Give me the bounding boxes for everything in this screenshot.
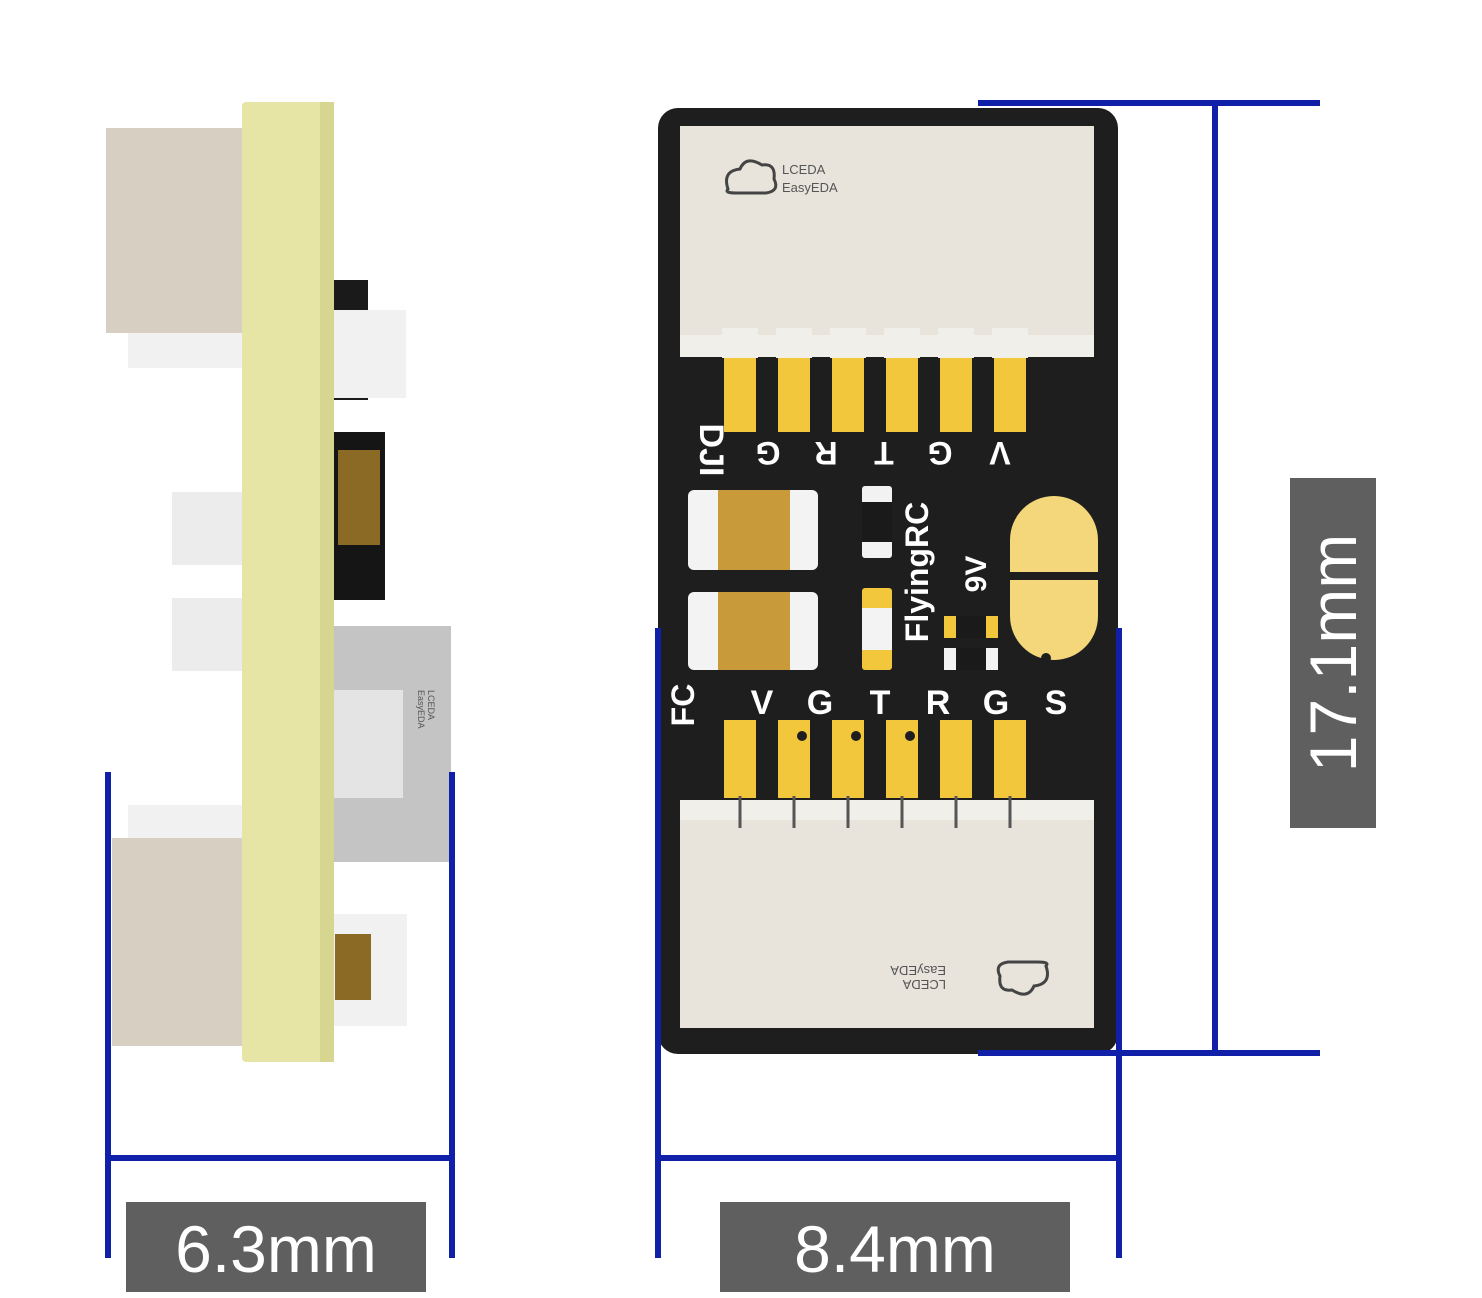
top-pin-pad <box>886 358 918 432</box>
cloud-icon <box>725 159 778 195</box>
bottom-connector-shroud <box>680 820 1094 1028</box>
bottom-logo-line-2: EasyEDA <box>890 963 946 978</box>
top-connector-slot <box>722 328 758 358</box>
side-left-latch-top <box>128 333 242 368</box>
thickness-label-text: 6.3mm <box>175 1212 377 1286</box>
top-pin-label: R <box>814 435 837 471</box>
side-right-white-block <box>333 310 406 398</box>
width-label: 8.4mm <box>720 1202 1070 1292</box>
side-pcb-edge-shade <box>320 102 334 1062</box>
thickness-label: 6.3mm <box>126 1202 426 1292</box>
bottom-pin-label: S <box>1045 684 1068 722</box>
solder-jumper-pad <box>1006 496 1102 663</box>
top-pin-label: T <box>874 435 894 471</box>
side-right-inductor-body <box>338 450 380 545</box>
fc-label: FC <box>665 684 701 727</box>
top-connector-slot <box>830 328 866 358</box>
capacitor-2 <box>688 592 818 670</box>
side-view: LCEDA EasyEDA <box>106 102 451 1062</box>
dji-label: DJI <box>692 424 730 477</box>
bottom-pin-pad <box>724 720 756 798</box>
side-left-pin-2 <box>172 598 242 671</box>
bottom-pin-pad <box>940 720 972 798</box>
bottom-pin-label: T <box>870 684 891 722</box>
side-connector-logo-text-1: LCEDA <box>426 690 436 720</box>
bottom-pin-label: G <box>807 684 833 722</box>
top-pin-pad <box>832 358 864 432</box>
resistor-top-body <box>862 502 892 542</box>
top-pin-label: G <box>756 435 781 471</box>
via-hole <box>905 731 915 741</box>
cloud-icon-rotated <box>996 960 1049 996</box>
bottom-pin-pads <box>724 720 1026 828</box>
bottom-pin-pad <box>832 720 864 798</box>
brand-label: FlyingRC <box>899 502 935 642</box>
resistor-bottom-body <box>862 608 892 650</box>
width-label-text: 8.4mm <box>794 1212 996 1286</box>
bottom-logo-line-1: LCEDA <box>902 977 946 992</box>
top-connector-slot <box>884 328 920 358</box>
side-left-connector-top <box>106 128 242 333</box>
height-label: 17.1mm <box>1290 478 1376 828</box>
bottom-connector-logo: LCEDA EasyEDA <box>890 960 1049 996</box>
top-logo-line-2: EasyEDA <box>782 180 838 195</box>
bottom-pin-label: R <box>926 684 951 722</box>
top-pin-label: V <box>989 435 1011 471</box>
top-pin-pad <box>940 358 972 432</box>
via-hole <box>851 731 861 741</box>
top-pin-pad <box>778 358 810 432</box>
top-logo-line-1: LCEDA <box>782 162 826 177</box>
via-hole <box>797 731 807 741</box>
top-pin-pad <box>724 358 756 432</box>
top-pin-label: G <box>928 435 953 471</box>
capacitor-1 <box>688 490 818 570</box>
side-left-connector-bottom <box>112 838 242 1046</box>
height-label-text: 17.1mm <box>1296 534 1370 772</box>
side-right-connector-face <box>333 690 403 798</box>
bottom-pin-pad <box>994 720 1026 798</box>
bottom-pin-pad <box>778 720 810 798</box>
tiny-part-2-body <box>956 648 986 670</box>
bottom-connector-lip <box>680 800 1094 822</box>
tiny-part-1-body <box>956 616 986 638</box>
top-connector-slot <box>938 328 974 358</box>
top-pin-pad <box>994 358 1026 432</box>
top-connector-slot <box>992 328 1028 358</box>
side-left-pin-1 <box>172 492 242 565</box>
side-pcb-edge <box>242 102 334 1062</box>
bottom-pin-pad <box>886 720 918 798</box>
top-connector-slot <box>776 328 812 358</box>
voltage-label: 9V <box>960 556 993 593</box>
dimension-lines <box>105 100 1320 1258</box>
side-connector-logo-text-2: EasyEDA <box>416 690 426 729</box>
top-connector-logo: LCEDA EasyEDA <box>725 159 838 195</box>
side-left-latch-bottom <box>128 805 242 839</box>
top-connector-shroud <box>680 126 1094 356</box>
side-right-bottom-inductor <box>335 934 371 1000</box>
bottom-pin-label: V <box>751 684 774 722</box>
bottom-pin-label: G <box>983 684 1009 722</box>
top-pin-pads <box>722 328 1028 432</box>
